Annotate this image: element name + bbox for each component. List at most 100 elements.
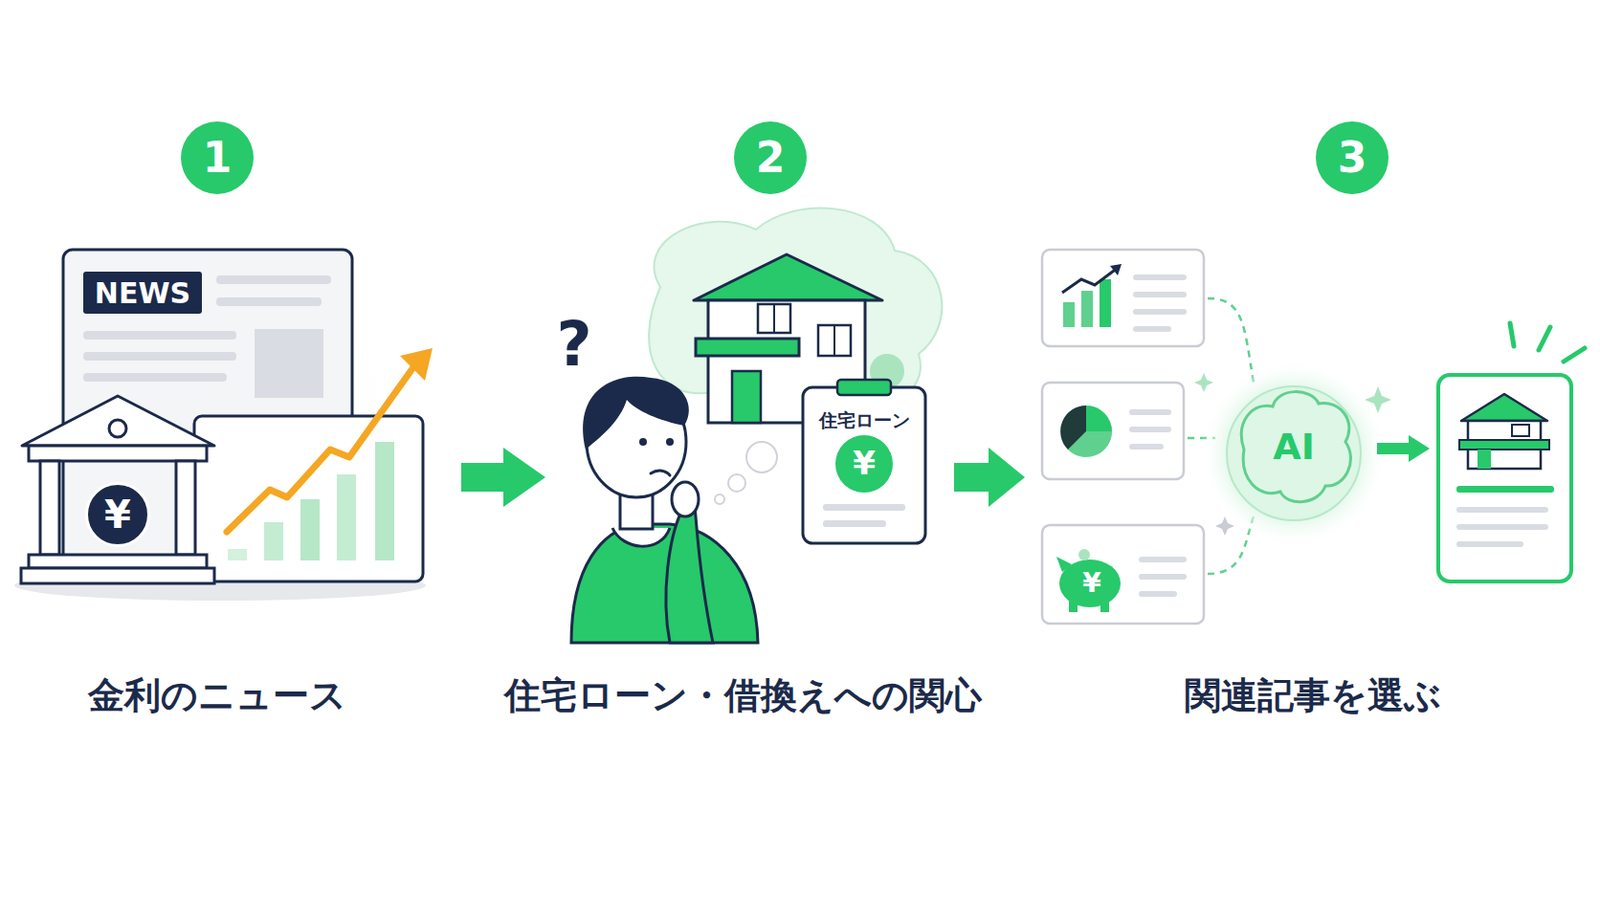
ai-selection-illustration-part (1456, 486, 1555, 493)
news-illustration-part (226, 367, 414, 533)
news-illustration-part (83, 373, 227, 382)
thinking-person-illustration-part (833, 325, 836, 356)
flow-arrow-part (503, 447, 546, 508)
ai-selection-illustration-part (1078, 549, 1090, 561)
ai-selection-illustration-part (1133, 309, 1187, 315)
ai-selection-illustration-part (1377, 443, 1412, 455)
thinking-person-illustration-part (818, 325, 851, 356)
news-illustration-part (216, 297, 322, 307)
news-illustration-part (22, 396, 215, 446)
step-number-circle: 3 (1315, 121, 1389, 195)
ai-selection-illustration-part (1364, 386, 1392, 414)
ai-selection-illustration-part (1138, 556, 1187, 563)
news-illustration-part (40, 461, 60, 556)
ai-selection-illustration-part (1110, 264, 1122, 276)
ai-selection-illustration-part (1459, 440, 1550, 450)
ai-selection-illustration-part (1086, 405, 1112, 432)
thinking-person-illustration-part (802, 387, 926, 544)
news-badge-text: NEWS (94, 277, 191, 310)
ai-selection-illustration-part (1060, 405, 1112, 458)
flow-arrow-part (988, 447, 1025, 508)
step-caption: 関連記事を選ぶ (1184, 676, 1442, 717)
ai-selection-illustration-part (1056, 556, 1072, 573)
yen-medallion: ¥ (85, 482, 151, 548)
ai-selection-illustration-part (1081, 290, 1093, 328)
news-illustration-part (109, 420, 127, 438)
news-illustration-part (336, 474, 356, 561)
news-illustration-part (83, 331, 237, 340)
ai-selection-illustration-part (1477, 449, 1491, 469)
ai-selection-illustration-part (1068, 600, 1078, 613)
ai-selection-illustration-part (1060, 405, 1087, 450)
thinking-person-illustration-part (837, 379, 891, 396)
ai-selection-illustration-part (1129, 426, 1172, 433)
ai-selection-illustration-part (1563, 348, 1585, 362)
thinking-person-illustration-part (822, 520, 887, 528)
thinking-person-illustration-part (773, 304, 776, 334)
ai-selection-illustration-part (1226, 386, 1361, 521)
ai-selection-illustration-part (1129, 444, 1164, 450)
yen-circle-text: ¥ (852, 445, 876, 482)
thinking-person-illustration-part (666, 502, 713, 644)
ai-selection-illustration-part (1138, 574, 1187, 580)
thinking-person-illustration-part (732, 371, 761, 423)
flow-arrow-part (461, 463, 506, 492)
yen-circle: ¥ (835, 435, 893, 493)
news-illustration (9, 249, 433, 601)
ai-selection-illustration-part (1138, 591, 1178, 598)
step-number-circle-text: 3 (1337, 134, 1368, 181)
thinking-person-illustration-part (582, 377, 689, 450)
question-mark: ? (555, 311, 592, 378)
flow-arrow-part (954, 463, 991, 492)
news-illustration-part (254, 329, 324, 399)
ai-selection-illustration-part (1456, 507, 1549, 513)
news-illustration-part (28, 555, 207, 569)
news-illustration-part (83, 352, 237, 361)
ai-selection-illustration (1042, 249, 1585, 624)
news-illustration-part (194, 416, 423, 582)
ai-selection-illustration-part (1241, 392, 1351, 503)
thinking-person-illustration-part (728, 474, 746, 492)
news-illustration-part (227, 549, 247, 561)
ai-badge: AI (1255, 419, 1333, 477)
yen-medallion-text: ¥ (104, 493, 132, 536)
ai-selection-illustration-part (1133, 291, 1187, 298)
step-caption: 金利のニュース (88, 676, 347, 717)
ai-selection-illustration-part (1063, 302, 1075, 328)
yen-symbol: ¥ (1082, 569, 1101, 600)
loan-clipboard-text: 住宅ローン (819, 410, 911, 431)
news-illustration-part (400, 348, 433, 381)
thinking-person-illustration-part (693, 254, 883, 301)
thinking-person-illustration-part (746, 442, 778, 473)
loan-clipboard: 住宅ローン ¥ (802, 387, 926, 544)
ai-selection-illustration-part (1538, 327, 1551, 351)
ai-badge-text: AI (1272, 427, 1315, 468)
thinking-person-illustration-part (650, 470, 670, 476)
ai-selection-illustration-part (1129, 409, 1172, 416)
thinking-person-illustration-part (822, 504, 906, 512)
ai-selection-illustration-part (1408, 435, 1430, 463)
ai-selection-illustration-part (1042, 525, 1204, 624)
ai-selection-illustration-part (1200, 359, 1388, 548)
ai-selection-illustration-part (1207, 298, 1254, 383)
ai-selection-illustration-part (1133, 274, 1187, 281)
thinking-person-illustration-part (612, 528, 670, 547)
ai-selection-illustration-part (1510, 323, 1514, 347)
ai-selection-illustration-part (1461, 394, 1548, 422)
step-number-circle-text: 2 (755, 134, 786, 181)
thinking-person-illustration-part (666, 438, 674, 446)
ai-selection-illustration-part (1133, 326, 1172, 333)
news-illustration-part (21, 568, 215, 584)
news-illustration-part (300, 499, 320, 561)
ai-selection-illustration-part (1062, 267, 1118, 293)
news-badge: NEWS (83, 271, 202, 314)
flow-arrow (461, 447, 1025, 508)
step-number-circle-text: 1 (202, 134, 233, 181)
ai-selection-illustration-part (1456, 524, 1549, 531)
news-illustration-part (375, 442, 395, 561)
thinking-person-illustration-part (671, 482, 699, 517)
thinking-person-illustration-part (639, 438, 647, 446)
news-illustration-part (176, 461, 196, 556)
ai-selection-illustration-part (1438, 375, 1572, 582)
